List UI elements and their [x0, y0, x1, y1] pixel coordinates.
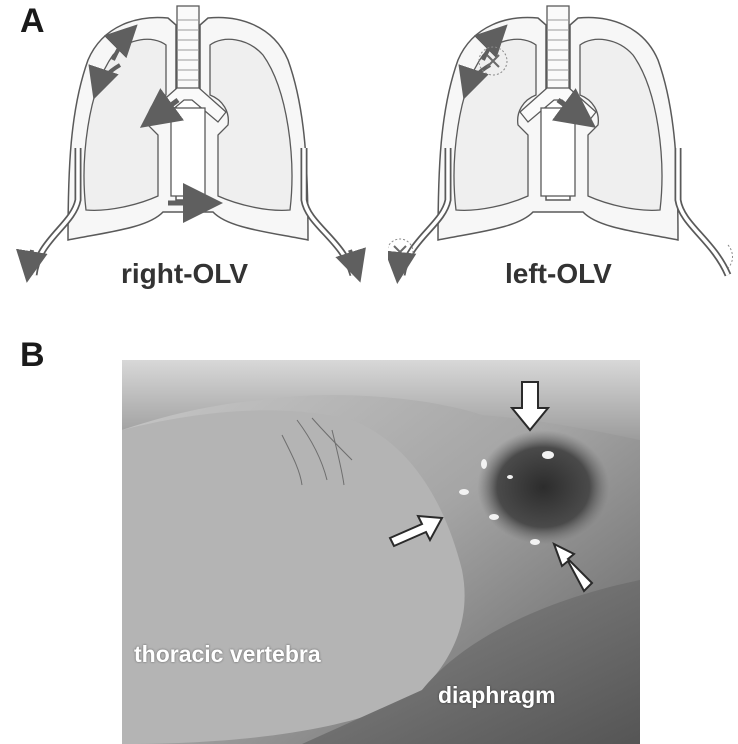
diaphragm-label: diaphragm [438, 682, 556, 709]
left-olv-diagram [388, 0, 738, 300]
right-olv-diagram [8, 0, 378, 300]
thoracoscopic-photo: thoracic vertebra diaphragm [122, 360, 640, 744]
left-olv-caption: left-OLV [505, 258, 612, 290]
right-olv-caption: right-OLV [121, 258, 248, 290]
trachea [177, 6, 199, 91]
panel-b-letter: B [20, 336, 45, 375]
mediastinum [541, 108, 575, 196]
thoracic-vertebra-label: thoracic vertebra [134, 641, 321, 668]
trachea [547, 6, 569, 91]
mediastinum [171, 108, 205, 196]
chest-tube-left [678, 148, 728, 275]
dark-cavity [407, 415, 627, 605]
drain-arrow-right [398, 256, 400, 276]
